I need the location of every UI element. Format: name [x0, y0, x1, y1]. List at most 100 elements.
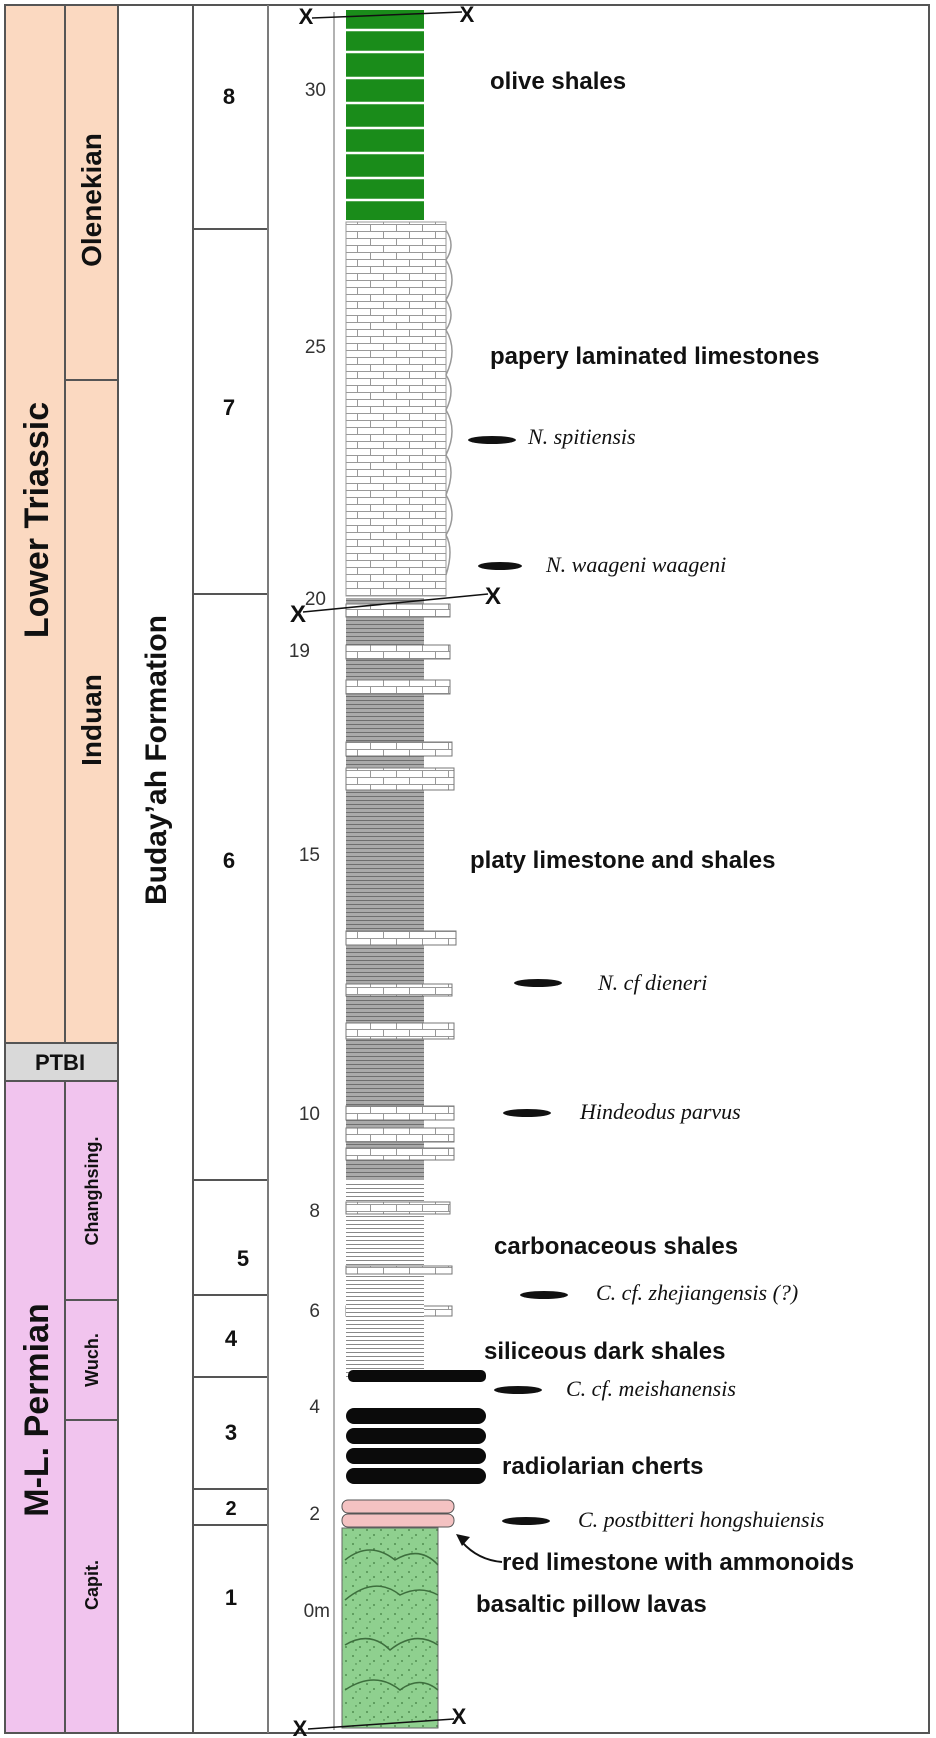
siliceous-shales-label: siliceous dark shales [484, 1338, 725, 1365]
x-marker-bottom-left: X [293, 1716, 308, 1738]
formation-column: Buday’ah Formation [117, 4, 194, 1734]
pillow-outlines [344, 1549, 439, 1691]
tick-label-30: 30 [305, 80, 326, 101]
carbonaceous-limestone-bed-2 [345, 1265, 453, 1275]
x-marker-top-left: X [299, 4, 314, 29]
fossil-label-meishanensis: C. cf. meishanensis [566, 1376, 736, 1401]
carbonaceous-limestone-bed-1 [345, 1201, 451, 1215]
chert-bed-4 [346, 1468, 486, 1484]
olive-shale-laminae [346, 28, 424, 202]
olive-shale-bed [346, 10, 424, 220]
red-limestone-arrow [461, 1541, 503, 1563]
unit-3-label: 3 [225, 1420, 237, 1445]
carbonaceous-shales-label: carbonaceous shales [494, 1233, 738, 1260]
platy-limestone-bed-10 [345, 1127, 455, 1143]
unit-2-label: 2 [225, 1498, 236, 1520]
ptbi-label: PTBI [35, 1050, 85, 1075]
unit-5-box [192, 1179, 269, 1296]
fossil-marker-postbitteri [502, 1517, 550, 1525]
unit-7-box [192, 228, 269, 595]
fossil-label-postbitteri: C. postbitteri hongshuiensis [578, 1507, 824, 1532]
tick-label-15: 15 [299, 845, 320, 866]
chert-bed-3 [346, 1448, 486, 1464]
red-limestone-label: red limestone with ammonoids [502, 1549, 854, 1576]
x-marker-mid-left: X [290, 601, 306, 628]
basalt-bed [341, 1527, 439, 1729]
lower-triassic-label: Lower Triassic [18, 402, 56, 638]
red-limestone-bed-2 [341, 1513, 455, 1528]
tick-label-6: 6 [309, 1301, 320, 1322]
wuch-label: Wuch. [82, 1333, 102, 1387]
lithology-column [341, 10, 486, 1729]
tick-label-20: 20 [305, 589, 326, 610]
depth-scale: 30 25 20 19 15 10 8 6 4 2 0m [267, 5, 335, 1733]
system-column: Lower Triassic PTBI M-L. Permian [4, 4, 119, 1734]
unit-column: 8 7 6 5 4 3 2 1 [192, 4, 269, 1734]
fossil-marker-zhejiangensis [520, 1291, 568, 1299]
platy-limestone-bed-4 [345, 741, 453, 757]
fossil-occurrences: N. spitiensis N. waageni waageni N. cf d… [468, 424, 824, 1532]
unit-6-box [192, 593, 269, 1181]
platy-limestone-bed-2 [345, 644, 451, 660]
tick-label-2: 2 [309, 1504, 320, 1525]
changhsing-band [64, 1080, 119, 1301]
unit-7-label: 7 [223, 395, 235, 420]
lower-triassic-band [4, 4, 66, 1044]
tick-label-4: 4 [309, 1397, 320, 1418]
red-limestone-arrowhead [456, 1534, 470, 1546]
unconformity-line-top [311, 11, 463, 19]
fossil-label-dieneri: N. cf dieneri [597, 970, 707, 995]
stage-column: Olenekian Induan Changhsing. Wuch. Capit… [64, 4, 119, 1734]
platy-limestone-bed-1 [345, 603, 451, 618]
unit-3-box [192, 1376, 269, 1490]
fossil-label-waageni: N. waageni waageni [545, 552, 726, 577]
radiolarian-cherts-label: radiolarian cherts [502, 1453, 703, 1480]
platy-shale-bed [346, 598, 424, 1180]
fossil-label-zhejiangensis: C. cf. zhejiangensis (?) [596, 1280, 798, 1305]
x-marker-bottom-right: X [452, 1704, 467, 1729]
unconformity-line-bottom [307, 1718, 455, 1730]
siliceous-chert-bed [348, 1370, 486, 1382]
tick-label-8: 8 [309, 1201, 320, 1222]
platy-limestone-bed-6 [345, 930, 457, 946]
basaltic-lavas-label: basaltic pillow lavas [476, 1591, 707, 1618]
unit-1-box [192, 1524, 269, 1734]
red-limestone-bed-1 [341, 1499, 455, 1514]
induan-band [64, 379, 119, 1044]
fossil-marker-waageni [478, 562, 522, 570]
tick-label-25: 25 [305, 337, 326, 358]
unit-6-label: 6 [223, 848, 235, 873]
fossil-marker-hindeodus [503, 1109, 551, 1117]
fossil-marker-spitiensis [468, 436, 516, 444]
carbonaceous-shale-bed [346, 1182, 424, 1294]
platy-limestone-bed-11 [345, 1147, 455, 1161]
unit-4-label: 4 [225, 1326, 238, 1351]
tick-label-10: 10 [299, 1104, 320, 1125]
induan-label: Induan [76, 674, 107, 766]
formation-band [117, 4, 194, 1734]
siliceous-shale-bed [346, 1296, 424, 1378]
papery-limestone-bed [345, 221, 447, 597]
fossil-label-spitiensis: N. spitiensis [527, 424, 636, 449]
unit-8-box [192, 4, 269, 230]
limestone-weathering-edge [445, 229, 453, 576]
platy-limestone-bed-5 [345, 767, 455, 791]
unconformity-markers: X X X X X X [290, 2, 501, 1738]
fossil-marker-meishanensis [494, 1386, 542, 1394]
tick-label-0: 0m [304, 1601, 330, 1622]
capit-band [64, 1419, 119, 1734]
chert-bed-1 [346, 1408, 486, 1424]
platy-limestone-bed-3 [345, 679, 451, 695]
fossil-marker-dieneri [514, 979, 562, 987]
fossil-label-hindeodus: Hindeodus parvus [579, 1099, 741, 1124]
papery-limestones-label: papery laminated limestones [490, 343, 819, 370]
formation-label: Buday’ah Formation [140, 615, 173, 905]
platy-limestone-bed-7 [345, 983, 453, 997]
tick-label-19: 19 [289, 641, 310, 662]
olive-shales-label: olive shales [490, 68, 626, 95]
platy-limestone-label: platy limestone and shales [470, 847, 775, 874]
unconformity-line-mid [302, 593, 489, 613]
platy-limestone-bed-9 [345, 1105, 455, 1121]
unit-5-label: 5 [237, 1246, 249, 1271]
